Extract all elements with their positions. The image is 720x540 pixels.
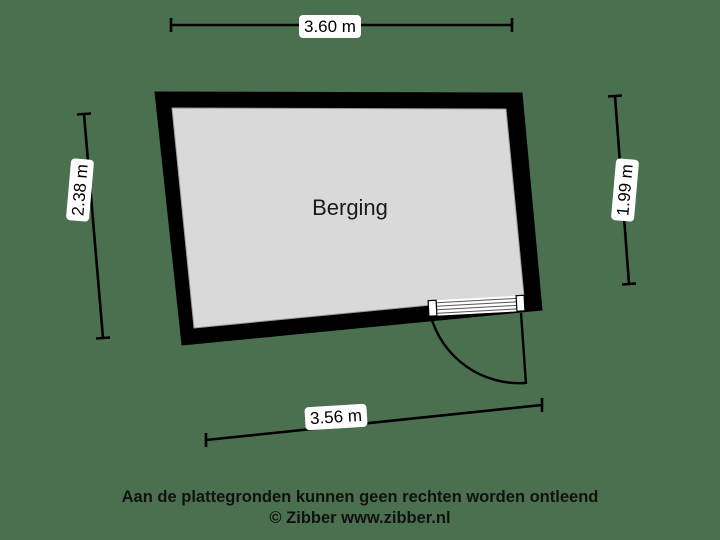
dimension-label-bottom: 3.56 m — [304, 403, 368, 431]
door-jamb-left — [427, 299, 438, 317]
dimension-label-top: 3.60 m — [299, 15, 361, 38]
door-opening — [430, 295, 525, 316]
footer-disclaimer: Aan de plattegronden kunnen geen rechten… — [0, 487, 720, 529]
dimension-line-bottom — [204, 398, 544, 447]
door-swing-arc — [429, 316, 526, 385]
dimension-line-left — [76, 112, 111, 340]
door-open-panel — [519, 312, 528, 385]
footer-line-1: Aan de plattegronden kunnen geen rechten… — [121, 488, 599, 506]
door-leaf — [431, 297, 525, 314]
room-label: Berging — [312, 195, 388, 220]
door-jamb-right — [515, 294, 526, 312]
footer-line-2: © Zibber www.zibber.nl — [269, 509, 451, 527]
